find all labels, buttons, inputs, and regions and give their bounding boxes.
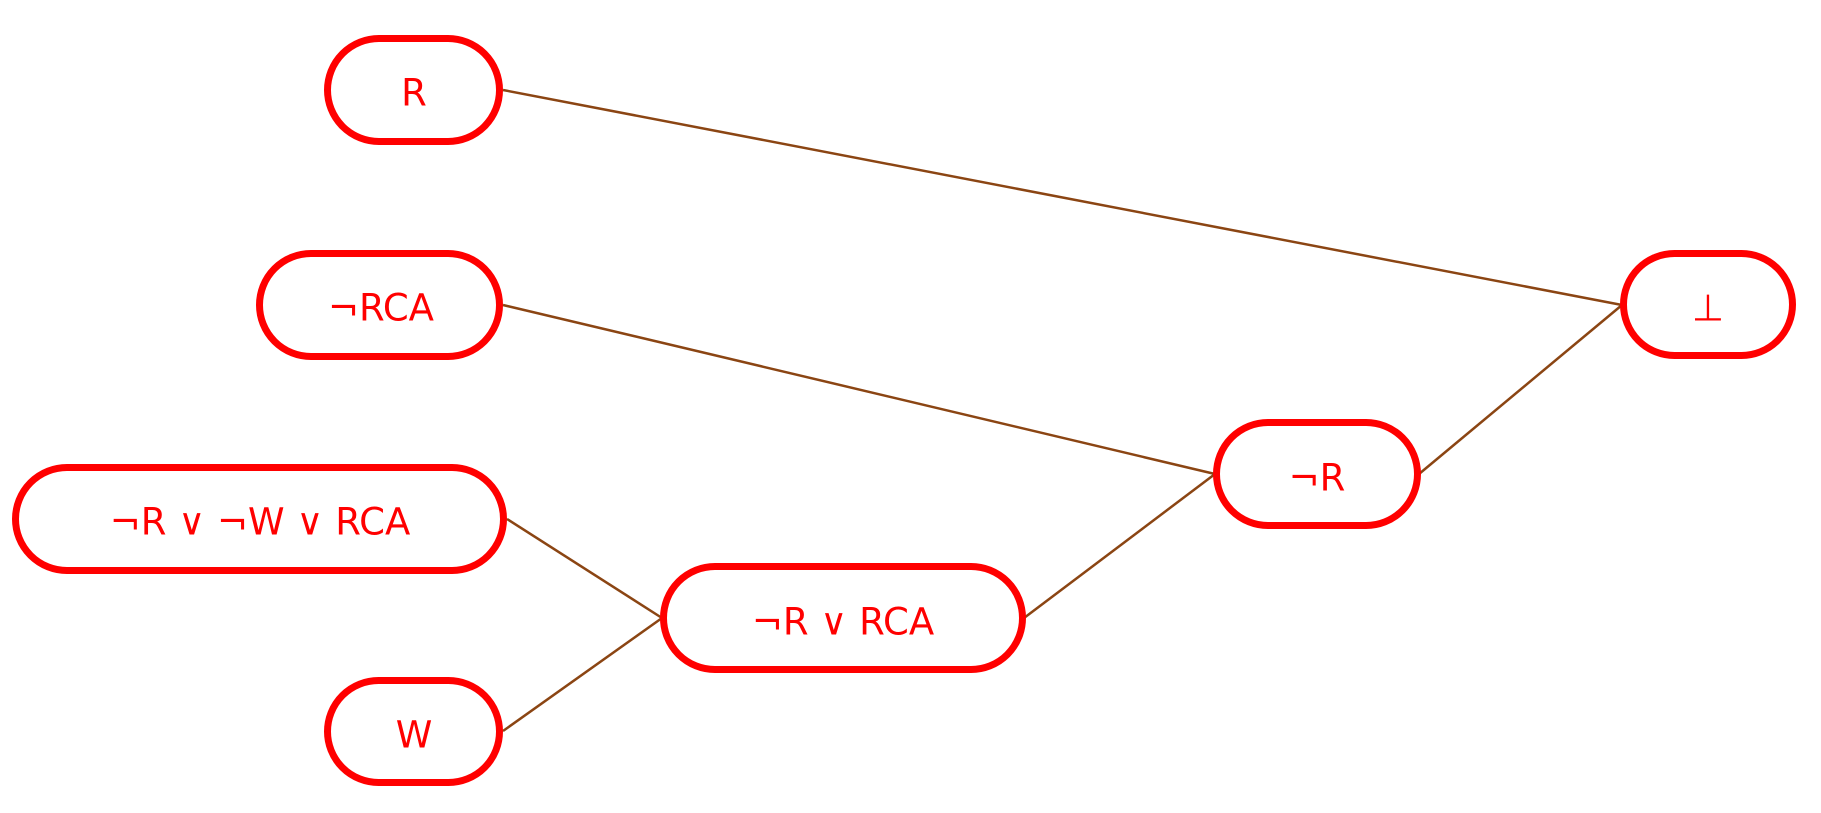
nodes-layer: R ¬RCA ¬R ∨ ¬W ∨ RCA W ¬R ∨ RCA ¬R ⊥ (12, 35, 1796, 786)
edge-not-rca-to-not-r (502, 303, 1216, 476)
node-bottom-shape (1620, 250, 1796, 359)
edge-clause3-to-clause2 (506, 517, 663, 620)
node-not-r[interactable]: ¬R (1213, 419, 1421, 529)
node-clause3-shape (12, 464, 507, 574)
edges-layer (502, 88, 1623, 733)
node-r-shape (324, 35, 503, 145)
node-w[interactable]: W (324, 677, 503, 786)
node-r-label: R (401, 72, 427, 115)
node-not-rca[interactable]: ¬RCA (256, 250, 503, 360)
edge-r-to-bottom (502, 88, 1623, 307)
node-not-rca-shape (256, 250, 503, 360)
node-bottom-contradiction[interactable]: ⊥ (1620, 250, 1796, 359)
edge-w-to-clause2 (502, 616, 663, 733)
node-clause-not-r-or-rca[interactable]: ¬R ∨ RCA (660, 563, 1026, 673)
node-not-rca-label: ¬RCA (328, 287, 434, 330)
node-w-label: W (396, 714, 433, 757)
node-bottom-label: ⊥ (1692, 287, 1724, 330)
edge-not-r-to-bottom (1418, 304, 1623, 475)
node-clause-not-r-or-not-w-or-rca[interactable]: ¬R ∨ ¬W ∨ RCA (12, 464, 507, 574)
node-not-r-label: ¬R (1289, 457, 1346, 500)
node-w-shape (324, 677, 503, 786)
edge-clause2-to-not-r (1023, 473, 1216, 619)
node-clause3-label: ¬R ∨ ¬W ∨ RCA (110, 501, 411, 544)
node-clause2-label: ¬R ∨ RCA (752, 601, 934, 644)
node-r[interactable]: R (324, 35, 503, 145)
node-clause2-shape (660, 563, 1026, 673)
node-not-r-shape (1213, 419, 1421, 529)
